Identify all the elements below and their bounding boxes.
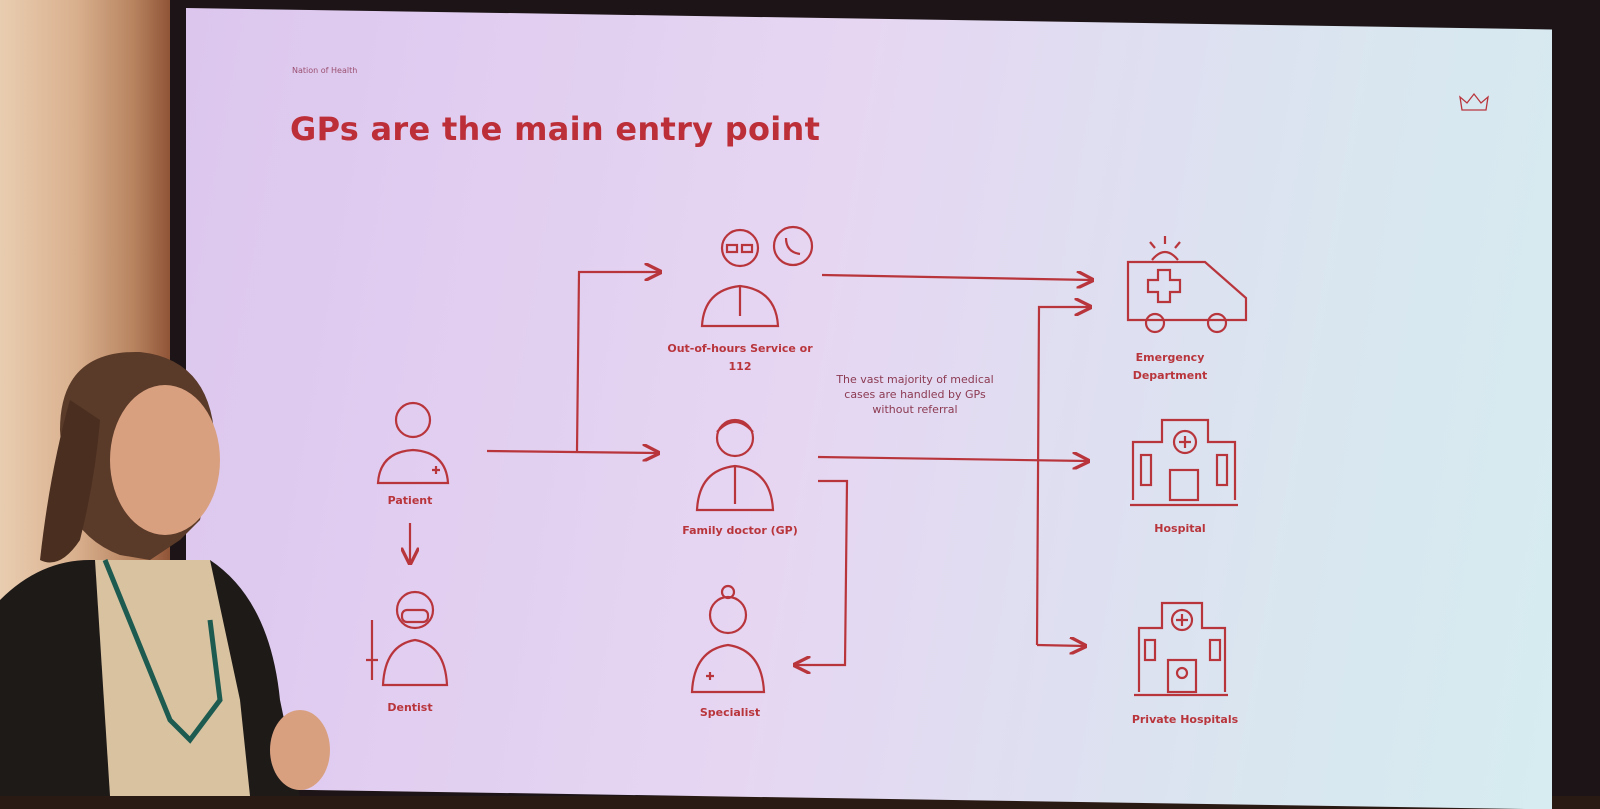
patient-icon — [376, 401, 450, 485]
label-out-of-hours: Out-of-hours Service or 112 — [667, 342, 813, 373]
arrow-gp-to-hospital — [817, 457, 1088, 461]
label-emergency: Emergency Department — [1132, 351, 1208, 382]
ambulance-icon — [1126, 236, 1248, 334]
arrow-to-private — [1036, 645, 1085, 646]
crown-logo-icon — [1459, 92, 1489, 111]
label-private-hospitals: Private Hospitals — [1131, 713, 1239, 726]
label-dentist: Dentist — [387, 701, 433, 714]
slide-title: GPs are the main entry point — [290, 110, 821, 148]
arrow-patient-to-gp — [486, 451, 658, 453]
private-hospital-icon — [1134, 601, 1228, 697]
family-doctor-icon — [695, 418, 775, 512]
arrow-to-emergency — [1035, 307, 1090, 646]
phone-icon — [772, 225, 814, 267]
note-text: The vast majority of medical cases are h… — [836, 373, 994, 416]
dentist-icon — [366, 590, 449, 687]
hospital-icon — [1130, 418, 1238, 507]
specialist-icon — [690, 584, 766, 694]
brand-label: Nation of Health — [292, 66, 358, 75]
label-patient: Patient — [387, 494, 433, 507]
arrow-gp-to-specialist — [795, 479, 849, 665]
label-specialist: Specialist — [699, 706, 761, 719]
arrow-patient-to-out-of-hours — [575, 272, 660, 452]
label-gp: Family doctor (GP) — [682, 524, 798, 537]
doctor-icon — [700, 228, 780, 328]
label-hospital: Hospital — [1154, 522, 1206, 535]
arrow-out-of-hours-to-emergency — [821, 275, 1092, 280]
